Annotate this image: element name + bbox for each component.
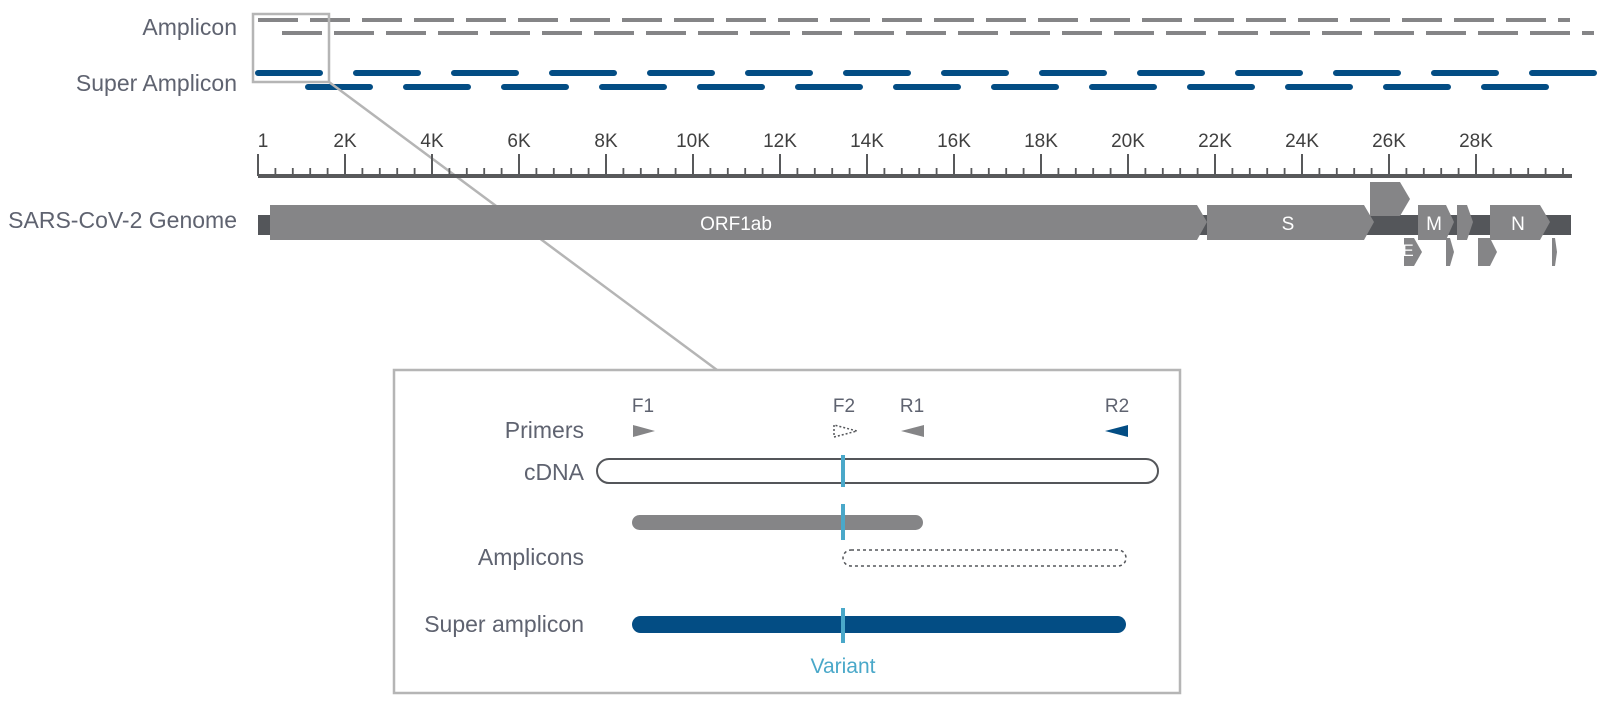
axis-tick-label: 20K [1111,131,1145,152]
primer-f2-label: F2 [833,396,855,417]
axis-tick-label: 24K [1285,131,1319,152]
amplicon-f1-r1-bar [632,515,923,530]
axis-ticks [257,154,1564,176]
axis-tick-label: 28K [1459,131,1493,152]
gene-orf1ab [270,205,1207,240]
gene-e-label: E [1402,241,1413,260]
genome-label: SARS-CoV-2 Genome [8,207,237,233]
inset-amplicons-label: Amplicons [478,544,584,570]
axis-tick-label: 10K [676,131,710,152]
inset-cdna-label: cDNA [524,459,585,485]
variant-label: Variant [811,655,876,678]
primer-r2-label: R2 [1105,396,1129,417]
gene-m [1418,205,1454,240]
gene-s [1207,205,1374,240]
gene-n [1490,205,1550,240]
axis-tick-label: 26K [1372,131,1406,152]
axis-tick-label: 18K [1024,131,1058,152]
gene-orf1ab-label: ORF1ab [700,214,772,235]
axis-tick-label: 14K [850,131,884,152]
amplicon-f2-r2-dropout-bar [842,549,1127,567]
axis-tick-label: 16K [937,131,971,152]
primer-f1-arrow [633,425,655,437]
axis-tick-label: 4K [420,131,444,152]
primer-r2-arrow [1105,425,1128,437]
genome-map: ORF1ab S E M N [258,182,1571,266]
axis-tick-label: 2K [333,131,357,152]
primer-f2-arrow [833,424,860,438]
inset-primers-label: Primers [505,417,584,443]
inset-panel [392,368,1182,695]
primer-r1-arrow [901,425,924,437]
gene-n-label: N [1511,214,1525,235]
axis-tick-label: 12K [763,131,797,152]
gene-orf7 [1457,205,1473,240]
gene-orf3a [1370,182,1410,216]
amplicon-row-label: Amplicon [142,14,237,40]
cdna-bar [596,458,1159,484]
gene-s-label: S [1282,214,1295,235]
zoom-box [251,12,331,84]
primer-r1-label: R1 [900,396,924,417]
primer-f1-label: F1 [632,396,654,417]
gene-orf6 [1446,238,1454,266]
gene-orf10 [1552,238,1557,266]
axis-tick-label: 6K [507,131,531,152]
axis-tick-label: 1 [258,131,269,152]
inset-super-amplicon-label: Super amplicon [424,611,584,637]
axis-tick-label: 22K [1198,131,1232,152]
super-amplicon-row-label: Super Amplicon [76,70,237,96]
gene-orf8 [1478,238,1497,266]
gene-m-label: M [1426,214,1442,235]
super-amplicon-bar [632,616,1126,633]
axis-tick-label: 8K [594,131,618,152]
gene-e [1404,238,1422,266]
